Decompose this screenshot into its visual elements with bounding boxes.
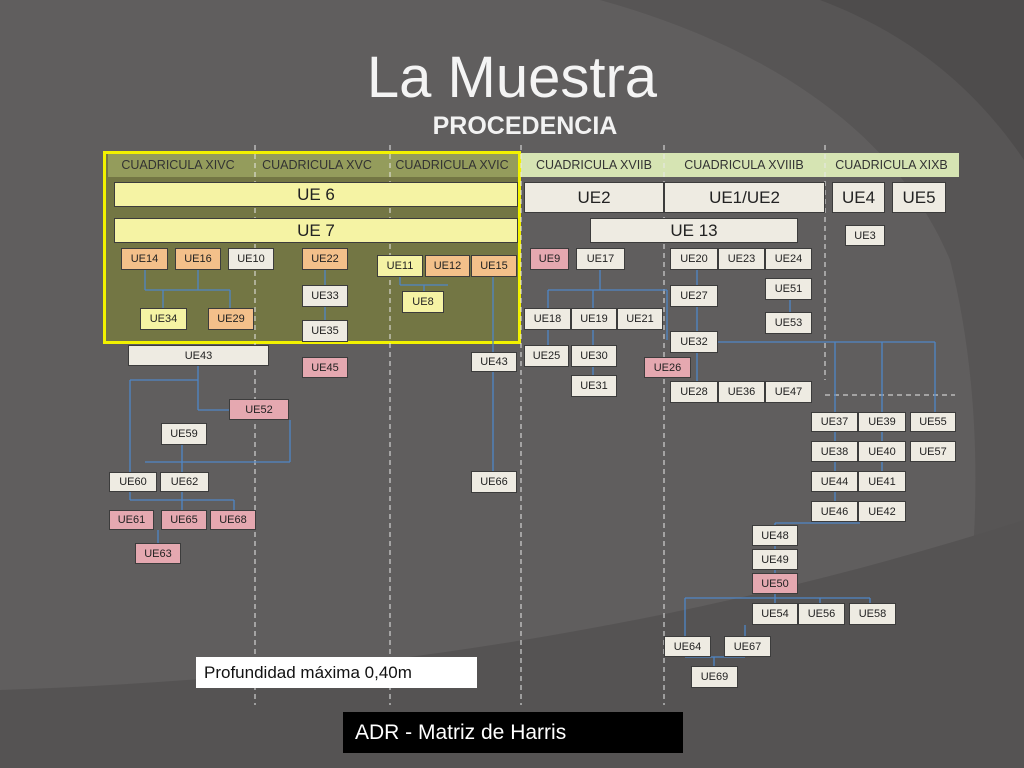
unit-ue3: UE3 bbox=[845, 225, 885, 246]
footer-caption: ADR - Matriz de Harris bbox=[343, 712, 683, 753]
background-bottom-band bbox=[0, 520, 1024, 768]
unit-ue52: UE52 bbox=[229, 399, 289, 420]
unit-ue60: UE60 bbox=[109, 472, 157, 492]
unit-ue67: UE67 bbox=[724, 636, 771, 657]
unit-ue1-ue2: UE1/UE2 bbox=[664, 182, 825, 213]
grid-header-xviiib: CUADRICULA XVIIIB bbox=[684, 158, 804, 172]
unit-ue14: UE14 bbox=[121, 248, 168, 270]
unit-ue4: UE4 bbox=[832, 182, 885, 213]
unit-ue6: UE 6 bbox=[114, 182, 518, 207]
unit-ue35: UE35 bbox=[302, 320, 348, 342]
unit-ue59: UE59 bbox=[161, 423, 207, 445]
unit-ue33: UE33 bbox=[302, 285, 348, 307]
unit-ue20: UE20 bbox=[670, 248, 718, 270]
grid-header-xvc: CUADRICULA XVC bbox=[262, 158, 372, 172]
unit-ue29: UE29 bbox=[208, 308, 254, 330]
unit-ue51: UE51 bbox=[765, 278, 812, 300]
unit-ue61: UE61 bbox=[109, 510, 154, 530]
unit-ue9: UE9 bbox=[530, 248, 569, 270]
unit-ue43-right: UE43 bbox=[471, 352, 517, 372]
unit-ue41: UE41 bbox=[858, 471, 906, 492]
unit-ue17: UE17 bbox=[576, 248, 625, 270]
unit-ue34: UE34 bbox=[140, 308, 187, 330]
grid-header-xviib: CUADRICULA XVIIB bbox=[535, 158, 652, 172]
background-corner-shape bbox=[820, 0, 1024, 160]
unit-ue38: UE38 bbox=[811, 441, 858, 462]
unit-ue10: UE10 bbox=[228, 248, 274, 270]
unit-ue32: UE32 bbox=[670, 331, 718, 353]
unit-ue30: UE30 bbox=[571, 345, 617, 367]
unit-ue54: UE54 bbox=[752, 603, 798, 625]
unit-ue12: UE12 bbox=[425, 255, 470, 277]
unit-ue63: UE63 bbox=[135, 543, 181, 564]
depth-note: Profundidad máxima 0,40m bbox=[196, 657, 477, 688]
unit-ue36: UE36 bbox=[718, 381, 765, 403]
unit-ue40: UE40 bbox=[858, 441, 906, 462]
unit-ue11: UE11 bbox=[377, 255, 423, 277]
unit-ue23: UE23 bbox=[718, 248, 765, 270]
unit-ue7: UE 7 bbox=[114, 218, 518, 243]
unit-ue24: UE24 bbox=[765, 248, 812, 270]
unit-ue43-left: UE43 bbox=[128, 345, 269, 366]
connector-lines bbox=[129, 270, 936, 666]
unit-ue56: UE56 bbox=[798, 603, 845, 625]
unit-ue64: UE64 bbox=[664, 636, 711, 657]
unit-ue58: UE58 bbox=[849, 603, 896, 625]
slide-subtitle: PROCEDENCIA bbox=[432, 112, 618, 140]
unit-ue66: UE66 bbox=[471, 471, 517, 493]
unit-ue55: UE55 bbox=[910, 412, 956, 432]
unit-ue44: UE44 bbox=[811, 471, 858, 492]
unit-ue53: UE53 bbox=[765, 312, 812, 334]
unit-ue8: UE8 bbox=[402, 291, 444, 313]
grid-header-xivc: CUADRICULA XIVC bbox=[121, 158, 235, 172]
unit-ue46: UE46 bbox=[811, 501, 858, 522]
unit-ue27: UE27 bbox=[670, 285, 718, 307]
unit-ue21: UE21 bbox=[617, 308, 663, 330]
unit-ue26: UE26 bbox=[644, 357, 691, 378]
unit-ue48: UE48 bbox=[752, 525, 798, 546]
unit-ue18: UE18 bbox=[524, 308, 571, 330]
unit-ue28: UE28 bbox=[670, 381, 718, 403]
unit-ue22: UE22 bbox=[302, 248, 348, 270]
unit-ue39: UE39 bbox=[858, 412, 906, 432]
grid-header-xvic: CUADRICULA XVIC bbox=[395, 158, 509, 172]
unit-ue62: UE62 bbox=[160, 472, 209, 492]
unit-ue15: UE15 bbox=[471, 255, 517, 277]
unit-ue13: UE 13 bbox=[590, 218, 798, 243]
unit-ue50: UE50 bbox=[752, 573, 798, 594]
unit-ue65: UE65 bbox=[161, 510, 207, 530]
unit-ue37: UE37 bbox=[811, 412, 858, 432]
unit-ue69: UE69 bbox=[691, 666, 738, 688]
grid-header-xixb: CUADRICULA XIXB bbox=[835, 158, 948, 172]
slide-title: La Muestra bbox=[366, 45, 658, 110]
unit-ue31: UE31 bbox=[571, 375, 617, 397]
unit-ue68: UE68 bbox=[210, 510, 256, 530]
unit-ue42: UE42 bbox=[858, 501, 906, 522]
unit-ue5: UE5 bbox=[892, 182, 946, 213]
unit-ue16: UE16 bbox=[175, 248, 221, 270]
unit-ue47: UE47 bbox=[765, 381, 812, 403]
unit-ue2: UE2 bbox=[524, 182, 664, 213]
unit-ue19: UE19 bbox=[571, 308, 617, 330]
unit-ue49: UE49 bbox=[752, 549, 798, 570]
unit-ue25: UE25 bbox=[524, 345, 569, 367]
unit-ue45: UE45 bbox=[302, 357, 348, 378]
unit-ue57: UE57 bbox=[910, 441, 956, 462]
